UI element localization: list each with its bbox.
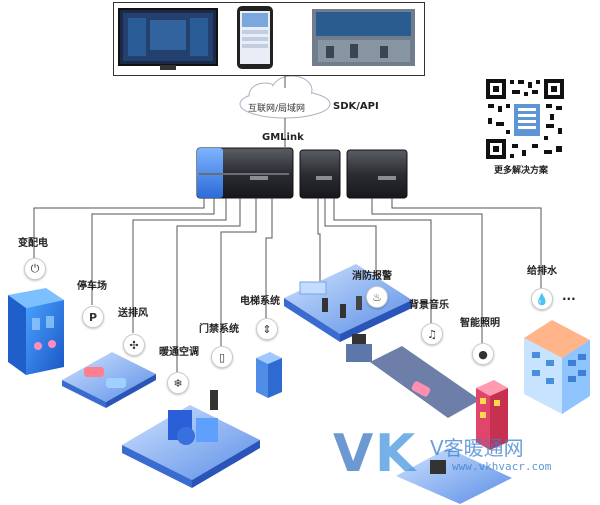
system-label-ventilation: 送排风 bbox=[118, 308, 148, 319]
system-label-access: 门禁系统 bbox=[199, 324, 239, 335]
gateway-device-3 bbox=[346, 149, 408, 199]
sdk-label: SDK/API bbox=[333, 101, 379, 112]
system-label-hvac: 暖通空调 bbox=[159, 347, 199, 358]
elevator-booth bbox=[256, 352, 282, 398]
lighting-building bbox=[476, 380, 508, 450]
system-label-elevator: 电梯系统 bbox=[240, 296, 280, 307]
plaza-platform bbox=[396, 448, 512, 504]
gateway-device-2 bbox=[299, 149, 341, 199]
system-label-lighting: 智能照明 bbox=[460, 318, 500, 329]
music-note-icon: ♫ bbox=[421, 323, 443, 345]
watermark-logo-v: V bbox=[333, 424, 374, 484]
mobile-phone bbox=[237, 6, 273, 69]
qr-caption: 更多解决方案 bbox=[494, 166, 549, 176]
parking-icon: P bbox=[82, 306, 104, 328]
system-label-fire: 消防报警 bbox=[352, 271, 392, 282]
fan-icon: ✣ bbox=[123, 334, 145, 356]
more-indicator: ··· bbox=[562, 292, 576, 306]
watermark-logo-k: K bbox=[375, 424, 416, 484]
snowflake-icon: ❄ bbox=[167, 372, 189, 394]
client-display-frame bbox=[113, 2, 425, 76]
hvac-platform bbox=[122, 390, 260, 488]
power-plug-icon: ⏻ bbox=[24, 258, 46, 280]
gateway-label: GMLink bbox=[262, 132, 304, 143]
gateway-device-1 bbox=[196, 147, 294, 199]
system-label-water: 给排水 bbox=[527, 266, 557, 277]
walkway bbox=[370, 346, 480, 418]
water-building bbox=[524, 320, 590, 414]
door-icon: ▯ bbox=[211, 346, 233, 368]
cloud-shape bbox=[239, 75, 331, 119]
watermark-url: www.vkhvacr.com bbox=[452, 460, 552, 473]
parking-platform bbox=[62, 352, 156, 408]
light-bulb-icon: ● bbox=[472, 343, 494, 365]
dashboard-monitor bbox=[118, 8, 218, 70]
watermark-name: V客暖通网 bbox=[430, 436, 524, 460]
system-label-music: 背景音乐 bbox=[409, 300, 449, 311]
system-label-parking: 停车场 bbox=[77, 281, 107, 292]
cloud-label: 互联网/局域网 bbox=[248, 104, 306, 114]
qr-code bbox=[484, 77, 566, 161]
fire-extinguisher-icon: ♨ bbox=[366, 286, 388, 308]
elevator-icon: ⇕ bbox=[256, 318, 278, 340]
connection-lines bbox=[33, 198, 542, 372]
control-room-photo bbox=[312, 9, 415, 66]
system-label-power: 变配电 bbox=[18, 238, 48, 249]
office-platform bbox=[284, 264, 412, 362]
water-drop-icon: 💧 bbox=[531, 288, 553, 310]
transformer-cabinet bbox=[8, 288, 64, 375]
